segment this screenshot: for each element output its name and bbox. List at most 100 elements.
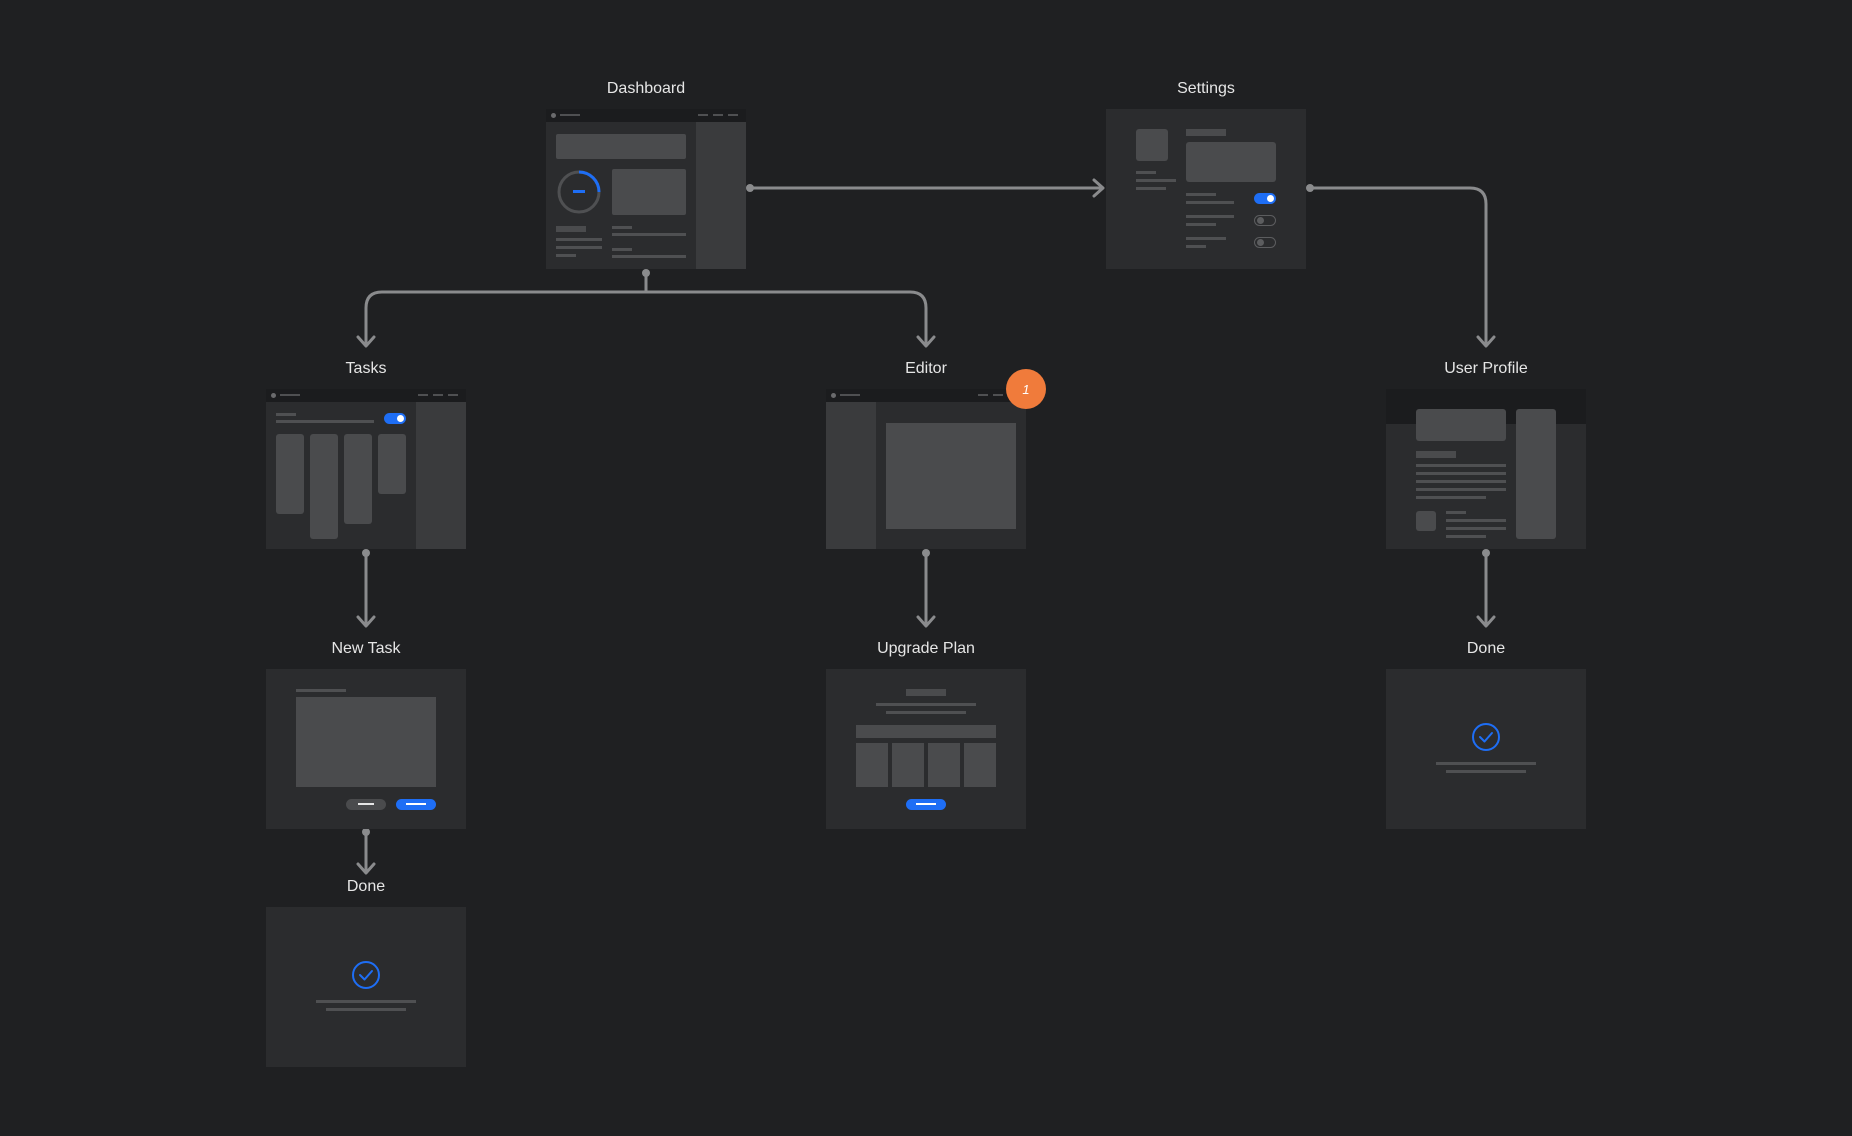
menu-placeholder xyxy=(448,394,458,396)
arrowhead-done-task xyxy=(356,862,376,875)
connector-dot xyxy=(642,269,650,277)
node-label-tasks: Tasks xyxy=(345,360,387,377)
check-circle-icon xyxy=(352,961,380,989)
screen-done-profile[interactable] xyxy=(1386,669,1586,829)
notification-badge[interactable]: 1 xyxy=(1006,369,1046,409)
title-placeholder xyxy=(560,114,580,116)
bio-line xyxy=(1416,464,1506,467)
text-placeholder xyxy=(612,248,632,251)
setting-label xyxy=(1186,215,1234,218)
canvas-area xyxy=(886,423,1016,529)
screen-user-profile[interactable] xyxy=(1386,389,1586,549)
connector-dot xyxy=(1482,549,1490,557)
node-label-dashboard: Dashboard xyxy=(606,80,686,97)
header-block xyxy=(556,134,686,159)
text-placeholder xyxy=(1446,527,1506,530)
connector-dot xyxy=(362,549,370,557)
arrowhead-newtask xyxy=(356,615,376,628)
message-line xyxy=(326,1008,406,1011)
arrowhead-editor xyxy=(916,335,936,348)
window-dot xyxy=(551,113,556,118)
menu-placeholder xyxy=(993,394,1003,396)
task-input-area xyxy=(296,697,436,787)
node-label-done-task: Done xyxy=(346,878,386,895)
node-label-editor: Editor xyxy=(905,360,947,377)
bio-line xyxy=(1416,472,1506,475)
chart-block xyxy=(612,169,686,215)
menu-placeholder xyxy=(728,114,738,116)
title-placeholder xyxy=(906,689,946,696)
arrowhead-done-profile xyxy=(1476,615,1496,628)
title-placeholder xyxy=(296,689,346,692)
screen-settings[interactable] xyxy=(1106,109,1306,269)
screen-editor[interactable] xyxy=(826,389,1026,549)
cancel-button[interactable] xyxy=(346,799,386,810)
connector-dot xyxy=(922,549,930,557)
bio-line xyxy=(1416,488,1506,491)
profile-banner xyxy=(1416,409,1506,441)
plan-column xyxy=(964,743,996,787)
plan-column xyxy=(856,743,888,787)
text-placeholder xyxy=(556,254,576,257)
text-placeholder xyxy=(1446,511,1466,514)
screen-tasks[interactable] xyxy=(266,389,466,549)
window-titlebar xyxy=(266,389,466,402)
progress-ring-icon xyxy=(557,170,601,214)
screen-dashboard[interactable] xyxy=(546,109,746,269)
text-placeholder xyxy=(612,233,686,236)
title-placeholder xyxy=(840,394,860,396)
title-placeholder xyxy=(280,394,300,396)
text-placeholder xyxy=(612,226,632,229)
window-titlebar xyxy=(826,389,1026,402)
setting-label xyxy=(1186,223,1216,226)
kanban-column xyxy=(310,434,338,539)
node-label-settings: Settings xyxy=(1177,80,1235,97)
heading-placeholder xyxy=(276,413,296,416)
menu-placeholder xyxy=(978,394,988,396)
window-dot xyxy=(271,393,276,398)
subheading-placeholder xyxy=(276,420,374,423)
plan-column xyxy=(892,743,924,787)
text-placeholder xyxy=(1136,171,1156,174)
subtitle-placeholder xyxy=(886,711,966,714)
window-dot xyxy=(831,393,836,398)
subtitle-placeholder xyxy=(876,703,976,706)
section-title-placeholder xyxy=(1186,129,1226,136)
connector-dot xyxy=(1306,184,1314,192)
screen-done-task[interactable] xyxy=(266,907,466,1067)
settings-panel xyxy=(1186,142,1276,182)
upgrade-button[interactable] xyxy=(906,799,946,810)
connector-dashboard-tasks xyxy=(364,290,648,347)
menu-placeholder xyxy=(433,394,443,396)
kanban-column xyxy=(344,434,372,524)
toggle-switch-on[interactable] xyxy=(1254,193,1276,204)
text-placeholder xyxy=(556,238,602,241)
sidebar-panel xyxy=(696,122,746,269)
kanban-column xyxy=(378,434,406,494)
screen-new-task[interactable] xyxy=(266,669,466,829)
node-label-done-profile: Done xyxy=(1466,640,1506,657)
sidebar-panel xyxy=(826,402,876,549)
setting-label xyxy=(1186,193,1216,196)
name-placeholder xyxy=(1416,451,1456,458)
toggle-switch-off[interactable] xyxy=(1254,215,1276,226)
toggle-switch-off[interactable] xyxy=(1254,237,1276,248)
text-placeholder xyxy=(612,255,686,258)
menu-placeholder xyxy=(418,394,428,396)
arrowhead-settings xyxy=(1092,178,1105,198)
check-circle-icon xyxy=(1472,723,1500,751)
avatar-placeholder xyxy=(1416,511,1436,531)
save-button[interactable] xyxy=(396,799,436,810)
node-label-new-task: New Task xyxy=(331,640,401,657)
arrowhead-profile xyxy=(1476,335,1496,348)
window-titlebar xyxy=(546,109,746,122)
screen-upgrade-plan[interactable] xyxy=(826,669,1026,829)
setting-label xyxy=(1186,201,1234,204)
plan-column xyxy=(928,743,960,787)
avatar-placeholder xyxy=(1136,129,1168,161)
bio-line xyxy=(1416,496,1486,499)
node-label-user-profile: User Profile xyxy=(1444,360,1528,377)
text-placeholder xyxy=(556,246,602,249)
toggle-switch-on[interactable] xyxy=(384,413,406,424)
